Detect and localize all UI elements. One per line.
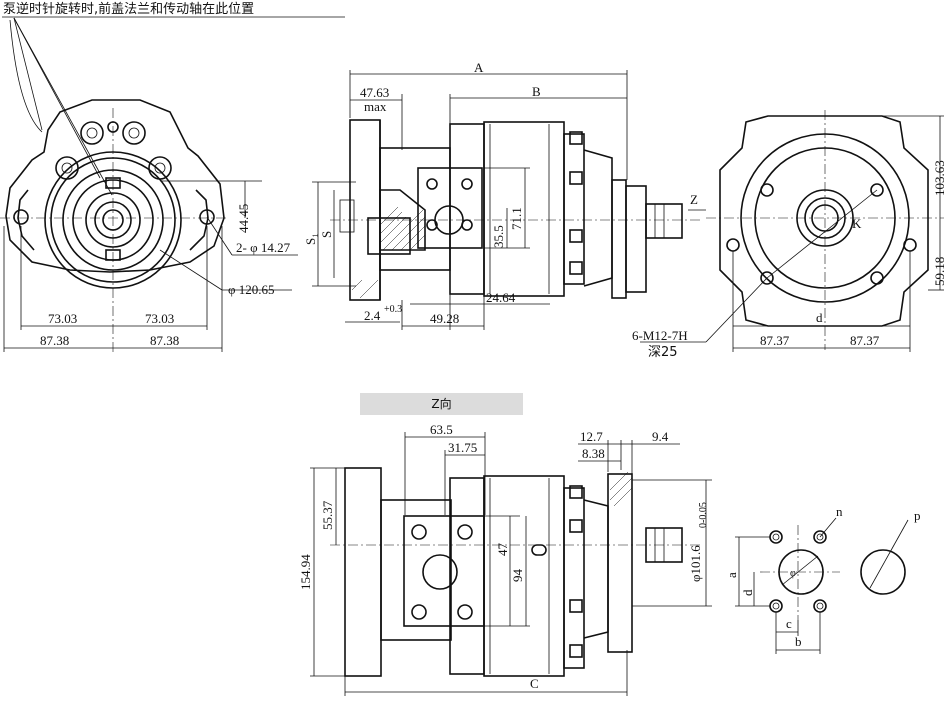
dim-2-phi-14-27: 2- φ 14.27 <box>236 240 291 255</box>
dim-24-64: 24.64 <box>486 290 516 305</box>
rear-view: Z K 103.63 59.18 d 87.37 87.37 6-M12-7H <box>632 110 947 360</box>
dim-87-38-right: 87.38 <box>150 333 179 348</box>
dim-63-5: 63.5 <box>430 422 453 437</box>
dim-103-63: 103.63 <box>932 160 947 196</box>
dim-b: b <box>795 634 802 649</box>
z-view: 63.5 31.75 12.7 9 <box>298 422 712 696</box>
front-view: 泵逆时针旋转时,前盖法兰和传动轴在此位置 <box>0 1 345 352</box>
dim-c: c <box>786 616 792 631</box>
dim-44-45: 44.45 <box>236 204 251 233</box>
dim-C: C <box>530 676 539 691</box>
dim-154-94: 154.94 <box>298 554 313 590</box>
dim-12-7: 12.7 <box>580 429 603 444</box>
port-detail: φ a d c b n p <box>724 504 921 654</box>
side-view: A B 47.63 max <box>303 60 700 330</box>
dim-p: p <box>914 508 921 523</box>
dim-6-m12: 6-M12-7H <box>632 328 688 343</box>
dim-47: 47 <box>495 543 510 557</box>
dim-phi: φ <box>790 568 796 579</box>
dim-73-03-left: 73.03 <box>48 311 77 326</box>
dim-71-1: 71.1 <box>509 207 524 230</box>
dim-S: S <box>319 231 334 238</box>
dim-94: 94 <box>510 569 525 583</box>
dim-d-port: d <box>740 589 755 596</box>
dim-59-18: 59.18 <box>932 257 947 286</box>
dim-S1: S₁ <box>303 233 318 245</box>
dim-87-37-left: 87.37 <box>760 333 790 348</box>
dim-8-38: 8.38 <box>582 446 605 461</box>
dim-phi-120-65: φ 120.65 <box>228 282 275 297</box>
z-view-label: Z向 <box>360 393 523 415</box>
dim-phi-101-6: φ101.6 <box>688 545 703 582</box>
dim-phi-101-6-tol: 0-0.05 <box>698 502 709 528</box>
dim-55-37: 55.37 <box>320 500 335 530</box>
bolt-row <box>569 131 583 275</box>
dim-K: K <box>852 216 862 231</box>
dim-49-28: 49.28 <box>430 311 459 326</box>
dim-31-75: 31.75 <box>448 440 477 455</box>
label-Z: Z <box>690 192 698 207</box>
dim-d: d <box>816 310 823 325</box>
dim-A: A <box>474 60 484 75</box>
dim-max: max <box>364 99 387 114</box>
dim-2-4: 2.4 <box>364 308 381 323</box>
rotation-note: 泵逆时针旋转时,前盖法兰和传动轴在此位置 <box>3 1 254 17</box>
dim-a: a <box>724 572 739 578</box>
dim-2-4-tol: +0.3 <box>384 304 402 315</box>
dim-35-5: 35.5 <box>491 225 506 248</box>
dim-deep-25: 深25 <box>648 345 678 360</box>
dim-87-38-left: 87.38 <box>40 333 69 348</box>
dim-9-4: 9.4 <box>652 429 669 444</box>
dim-47-63: 47.63 <box>360 85 389 100</box>
dim-n: n <box>836 504 843 519</box>
dim-B: B <box>532 84 541 99</box>
dim-73-03-right: 73.03 <box>145 311 174 326</box>
dim-87-37-right: 87.37 <box>850 333 880 348</box>
